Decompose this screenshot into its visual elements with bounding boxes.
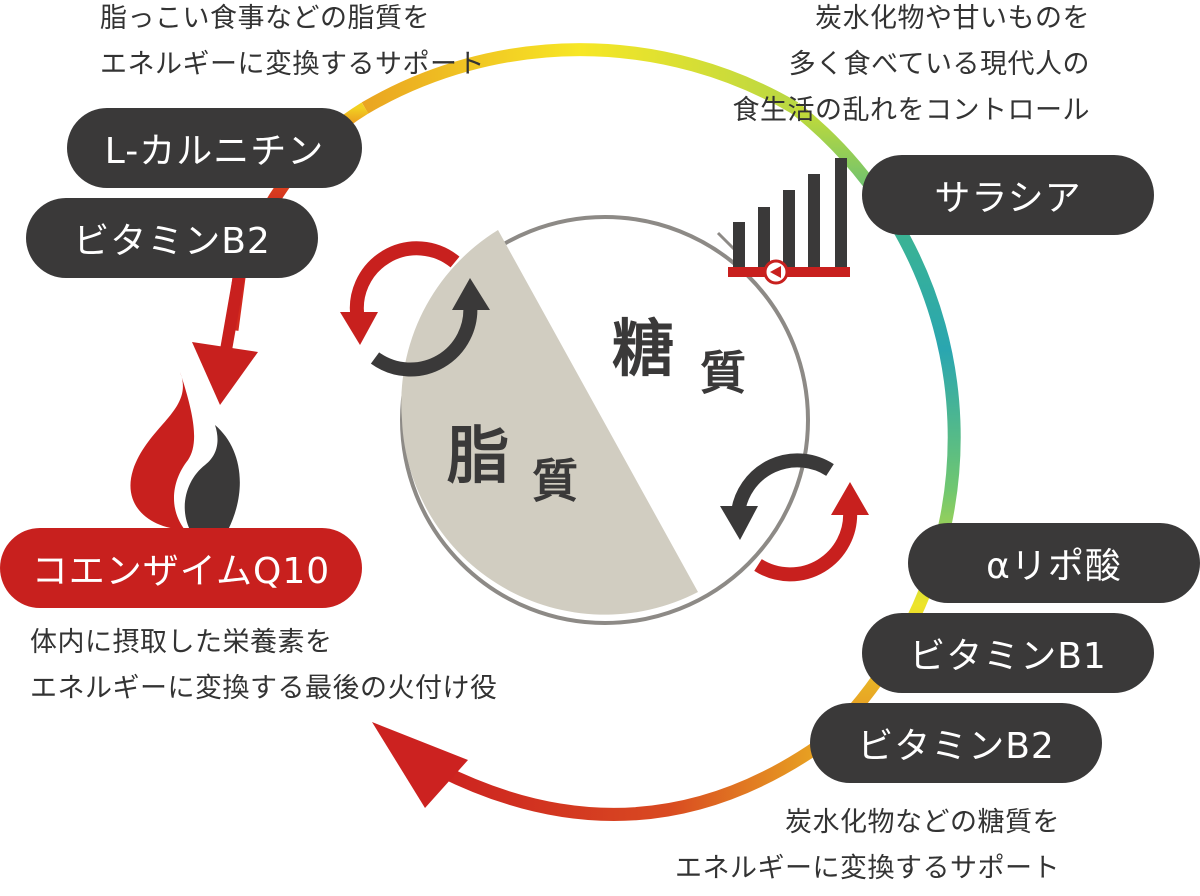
center-circle (400, 215, 810, 625)
note-carb-support: 炭水化物などの糖質を エネルギーに変換するサポート (675, 807, 1060, 884)
recycle-icon-left (340, 241, 490, 377)
fat-segment (401, 230, 698, 615)
pill-l-carnitine: L-カルニチン (67, 108, 362, 188)
pill-salacia: サラシア (862, 155, 1154, 235)
note-fat-support: 脂っこい食事などの脂質を エネルギーに変換するサポート (100, 3, 485, 80)
recycle-icon-right (720, 453, 869, 582)
label-fat-sub: 質 (532, 454, 578, 508)
pill-coenzyme-q10: コエンザイムQ10 (0, 528, 362, 608)
bar-chart-icon (716, 158, 850, 285)
label-fat-main: 脂 (447, 419, 510, 492)
pill-alpha-lipoic: αリポ酸 (908, 523, 1200, 603)
pill-vitamin-b1: ビタミンB1 (862, 613, 1154, 693)
flame-icon (130, 372, 240, 530)
down-arrow-shaft (220, 268, 246, 352)
label-sugar-main: 糖 (612, 312, 675, 385)
ring-top-arc (361, 43, 799, 114)
ring-bottom-arc (437, 739, 824, 821)
down-arrow-head (192, 342, 258, 405)
cycle-arrowhead (372, 722, 468, 808)
pill-vitamin-b2-right: ビタミンB2 (810, 703, 1102, 783)
label-sugar-sub: 質 (700, 346, 746, 400)
note-coq10-role: 体内に摂取した栄養素を エネルギーに変換する最後の火付け役 (30, 627, 498, 704)
note-carb-control: 炭水化物や甘いものを 多く食べている現代人の 食生活の乱れをコントロール (732, 3, 1090, 126)
pill-vitamin-b2-left: ビタミンB2 (26, 198, 318, 278)
